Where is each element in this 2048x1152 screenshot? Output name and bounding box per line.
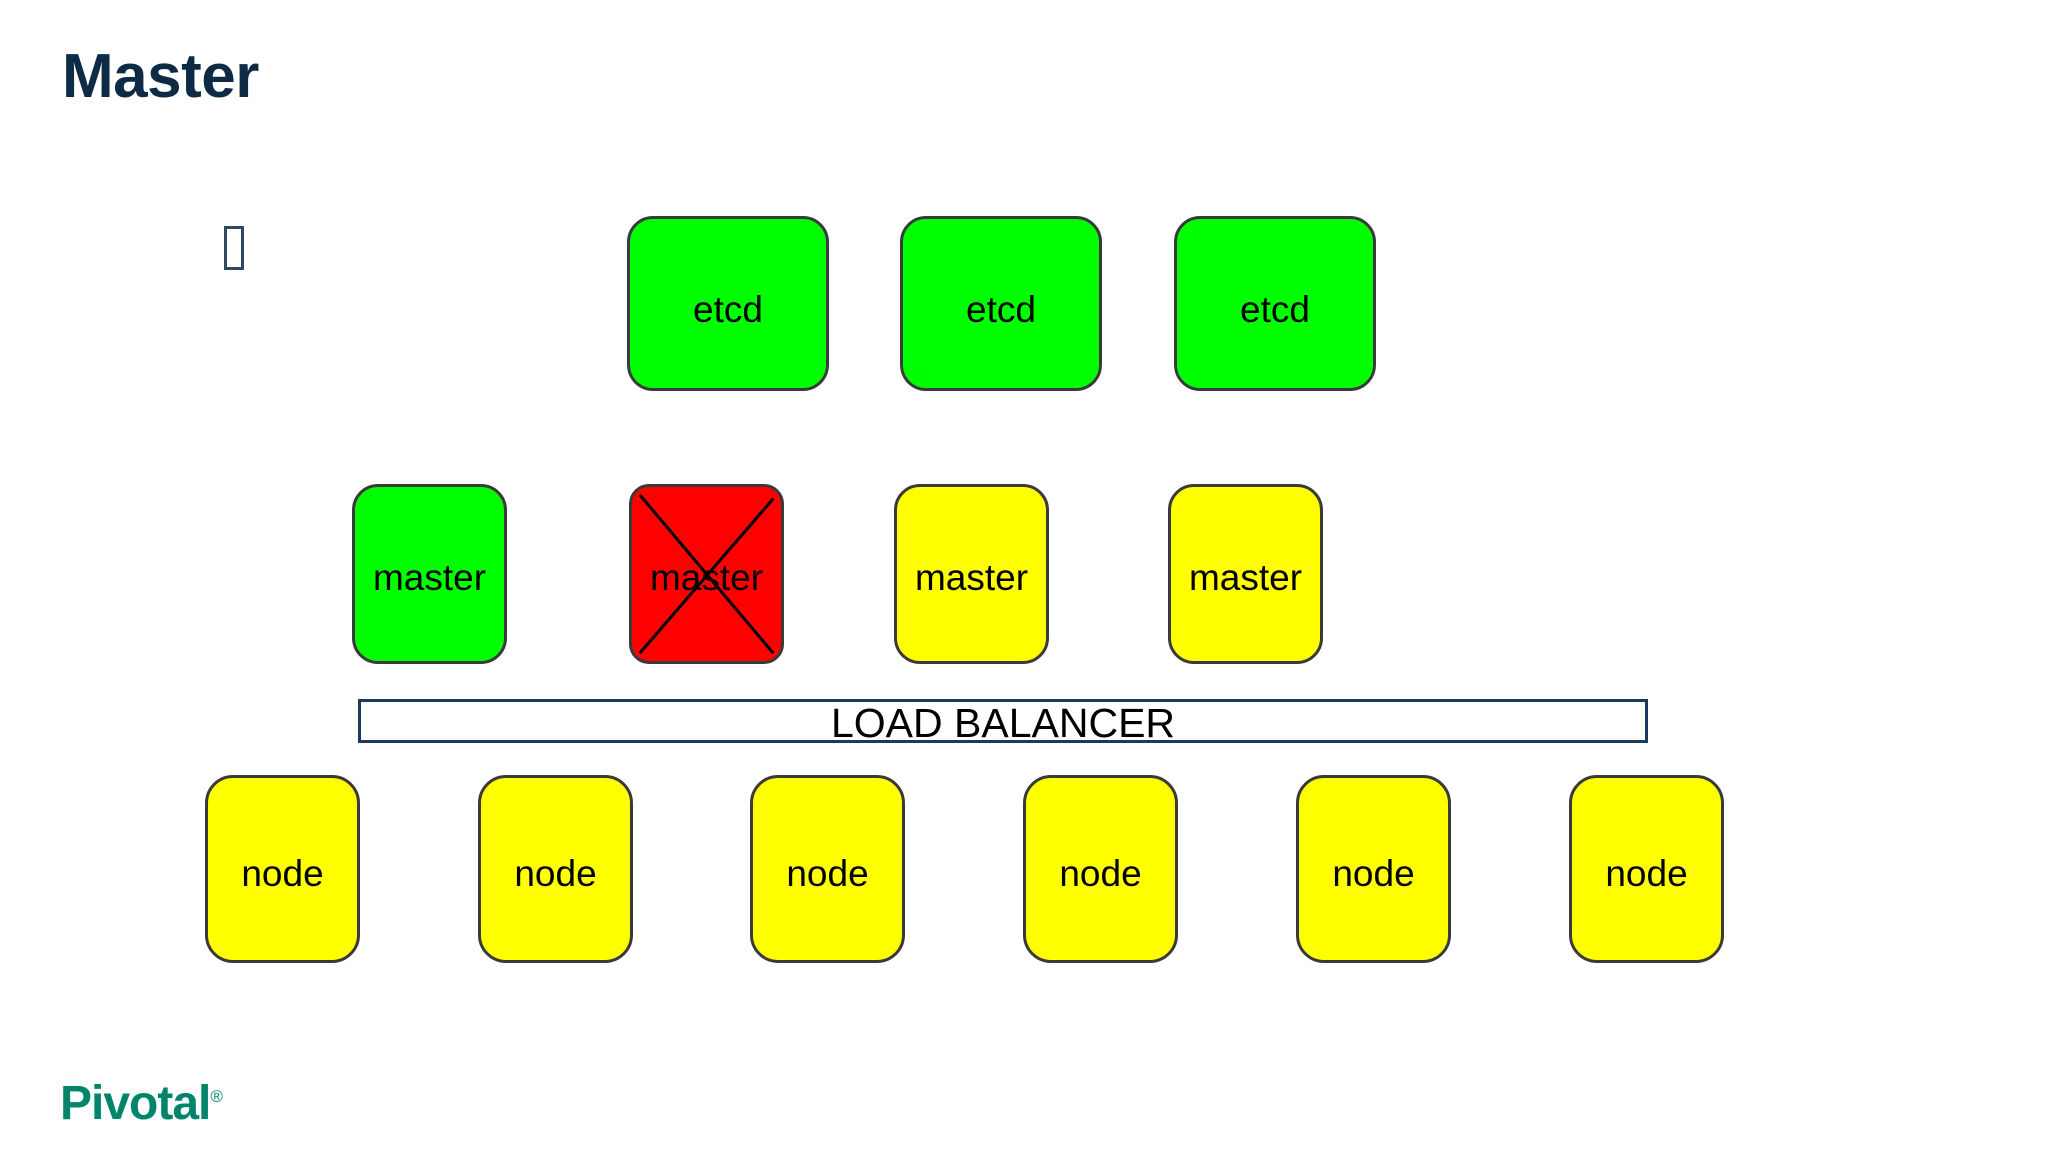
pivotal-logo: Pivotal® — [60, 1077, 223, 1130]
node-box-label: node — [241, 852, 324, 894]
etcd-box[interactable]: etcd — [900, 216, 1102, 391]
missing-character-box-icon — [224, 226, 244, 270]
registered-trademark-icon: ® — [210, 1087, 222, 1106]
etcd-box-label: etcd — [966, 289, 1036, 330]
master-box-label: master — [649, 556, 764, 598]
node-box[interactable]: node — [205, 775, 360, 963]
node-box-label: node — [1059, 852, 1142, 894]
node-box[interactable]: node — [750, 775, 905, 963]
master-box-standby[interactable]: master — [894, 484, 1049, 664]
master-box-label: master — [914, 556, 1029, 598]
node-box[interactable]: node — [478, 775, 633, 963]
etcd-box[interactable]: etcd — [1174, 216, 1376, 391]
master-box-failed[interactable]: master — [629, 484, 784, 664]
node-box[interactable]: node — [1296, 775, 1451, 963]
load-balancer-bar[interactable]: LOAD BALANCER — [358, 699, 1648, 743]
master-box-standby[interactable]: master — [1168, 484, 1323, 664]
node-box-label: node — [1332, 852, 1415, 894]
node-box[interactable]: node — [1569, 775, 1724, 963]
node-box[interactable]: node — [1023, 775, 1178, 963]
etcd-box[interactable]: etcd — [627, 216, 829, 391]
node-box-label: node — [1605, 852, 1688, 894]
page-title: Master — [62, 42, 259, 111]
master-box-label: master — [1188, 556, 1303, 598]
master-box-label: master — [372, 556, 487, 598]
master-box-healthy[interactable]: master — [352, 484, 507, 664]
etcd-box-label: etcd — [693, 289, 763, 330]
pivotal-logo-text: Pivotal — [60, 1077, 211, 1130]
node-box-label: node — [786, 852, 869, 894]
node-box-label: node — [514, 852, 597, 894]
load-balancer-label: LOAD BALANCER — [830, 699, 1176, 746]
etcd-box-label: etcd — [1240, 289, 1310, 330]
